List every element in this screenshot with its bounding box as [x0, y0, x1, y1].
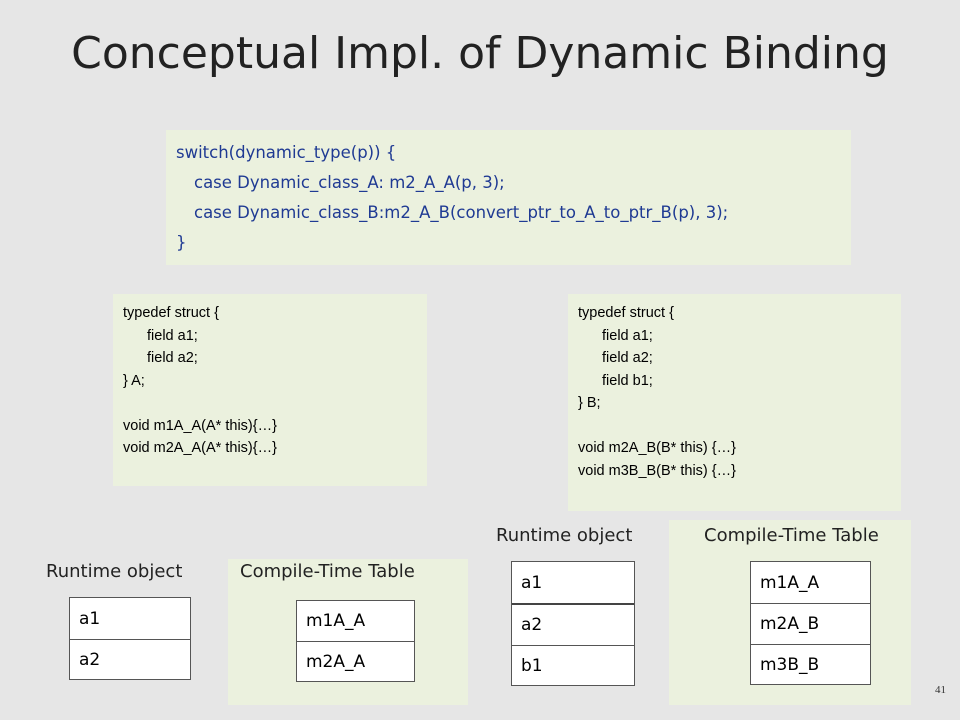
struct-b-code-block: typedef struct { field a1; field a2; fie… [568, 294, 901, 511]
page-number: 41 [935, 684, 946, 696]
compile-time-table-b: m1A_A m2A_B m3B_B [750, 561, 871, 685]
code-line: void m2A_A(A* this){…} [123, 440, 277, 456]
code-line: void m3B_B(B* this) {…} [578, 462, 736, 479]
runtime-field: b1 [512, 645, 634, 686]
code-line: case Dynamic_class_A: m2_A_A(p, 3); [194, 173, 505, 192]
runtime-object-label: Runtime object [496, 525, 633, 546]
code-line: void m1A_A(A* this){…} [123, 417, 277, 434]
runtime-object-a: a1 a2 [69, 597, 191, 680]
table-entry: m3B_B [751, 644, 870, 685]
code-line: } A; [123, 372, 145, 389]
code-blank-line [578, 415, 901, 438]
runtime-object-label: Runtime object [46, 561, 183, 582]
code-blank-line [123, 392, 427, 415]
runtime-object-b: a1 a2 b1 [511, 561, 635, 686]
table-entry: m2A_B [751, 603, 870, 644]
code-line: typedef struct { [578, 305, 674, 321]
compile-time-table-label: Compile-Time Table [704, 525, 879, 546]
runtime-field: a2 [70, 639, 190, 680]
slide-title: Conceptual Impl. of Dynamic Binding [71, 28, 889, 79]
compile-time-table-label: Compile-Time Table [240, 561, 415, 582]
code-line: } B; [578, 395, 601, 411]
code-line: field a2; [147, 350, 198, 366]
runtime-field: a1 [79, 608, 101, 629]
code-line: switch(dynamic_type(p)) { [176, 143, 397, 162]
struct-a-code-block: typedef struct { field a1; field a2; } A… [113, 294, 427, 486]
table-entry: m1A_A [306, 611, 366, 631]
code-line: field b1; [602, 372, 653, 389]
compile-time-table-a: m1A_A m2A_A [296, 600, 415, 682]
table-entry: m1A_A [760, 572, 820, 593]
runtime-field: a1 [521, 572, 543, 593]
code-line: case Dynamic_class_B:m2_A_B(convert_ptr_… [194, 203, 729, 222]
code-line: typedef struct { [123, 305, 219, 321]
code-line: } [176, 233, 187, 252]
code-line: field a1; [147, 327, 198, 344]
code-line: field a2; [602, 350, 653, 366]
runtime-field: a2 [512, 603, 634, 645]
code-line: void m2A_B(B* this) {…} [578, 440, 736, 456]
code-line: field a1; [602, 327, 653, 344]
dispatch-code-block: switch(dynamic_type(p)) { case Dynamic_c… [166, 130, 851, 265]
table-entry: m2A_A [297, 641, 414, 682]
